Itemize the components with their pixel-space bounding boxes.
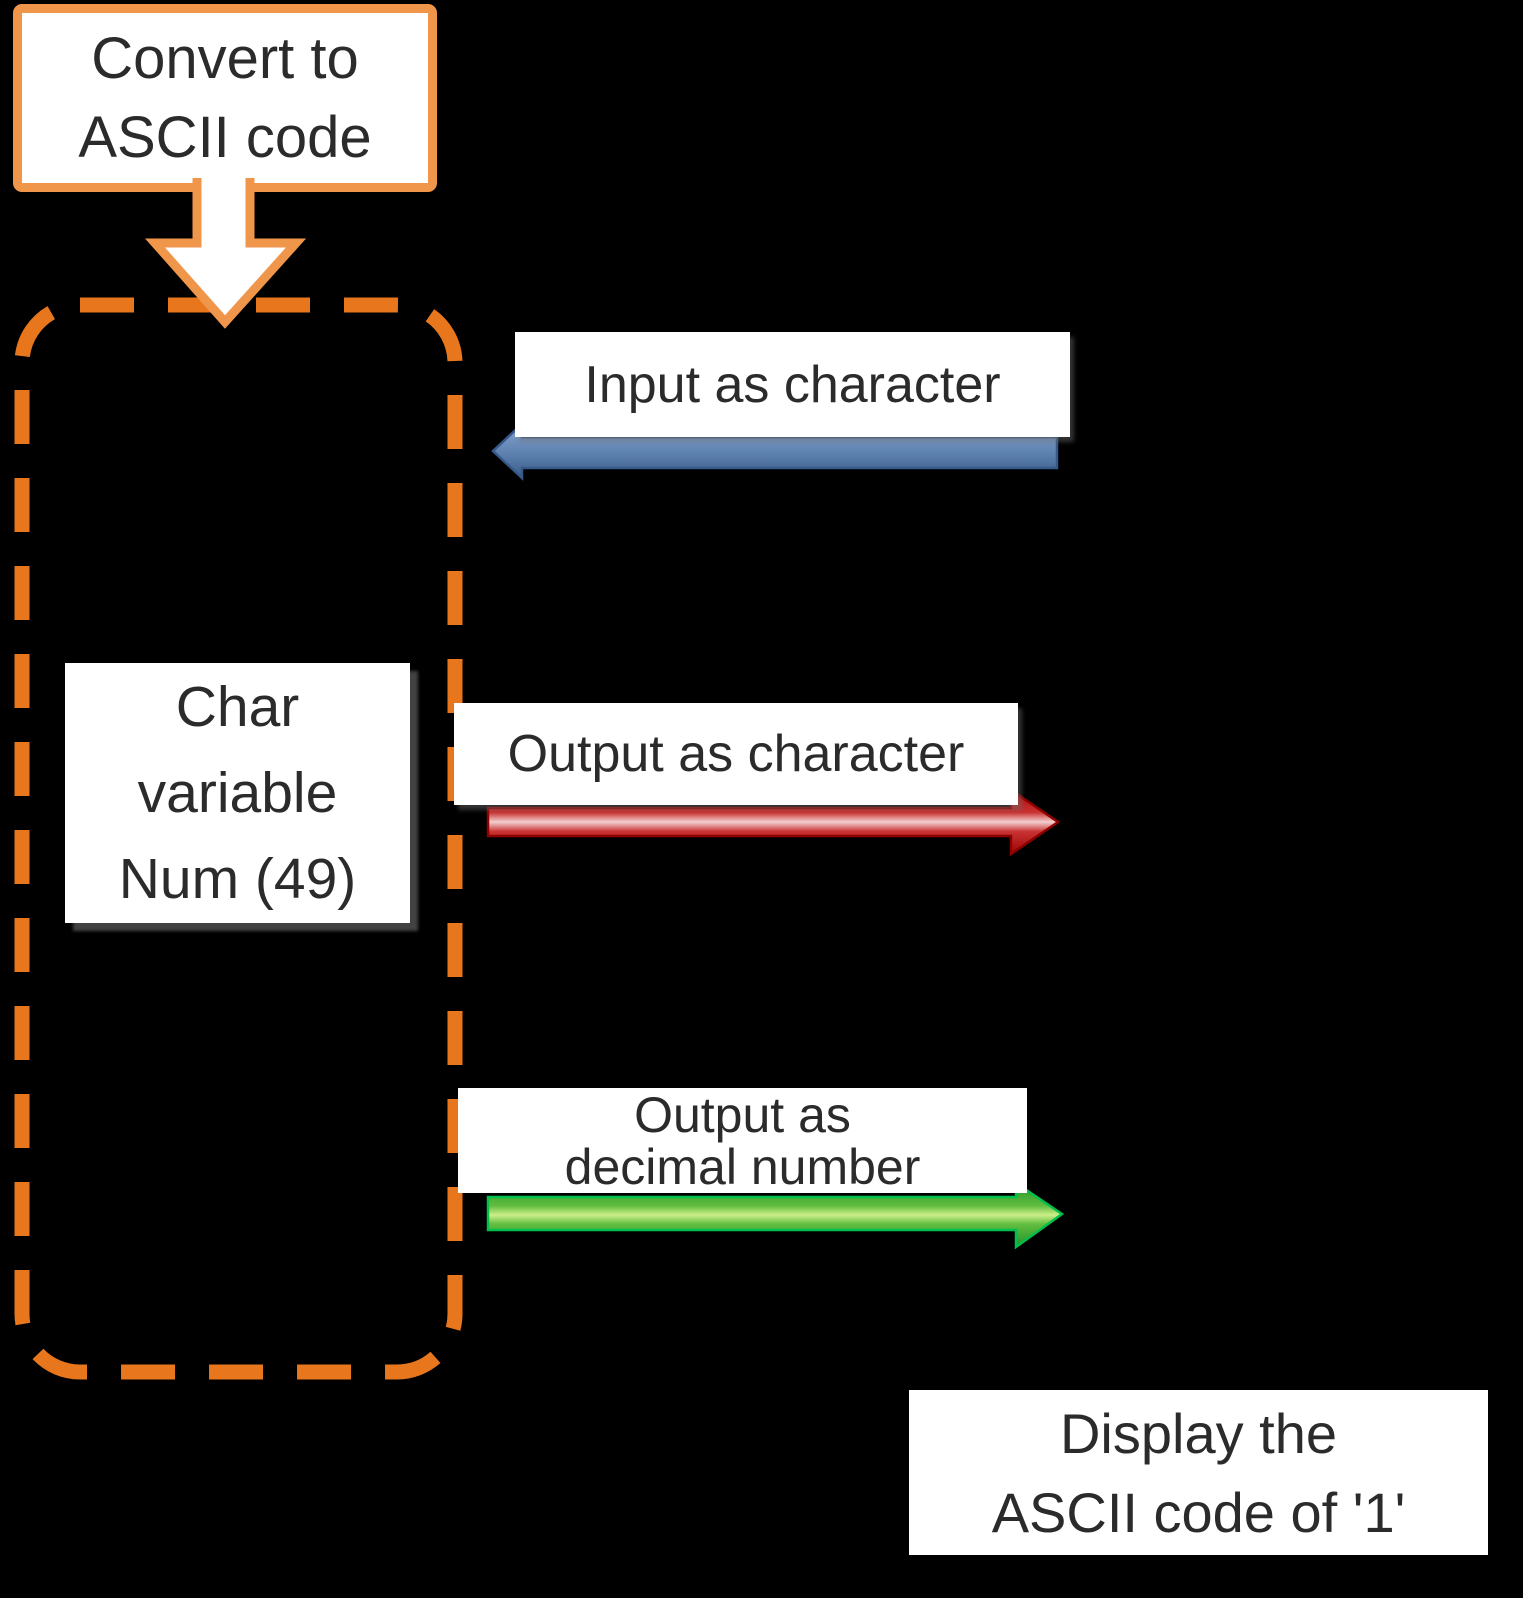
display-result-text: Display the ASCII code of '1' xyxy=(991,1401,1406,1544)
output-decimal-arrow-right-icon xyxy=(486,1180,1065,1250)
input-as-character-text: Input as character xyxy=(584,355,1001,414)
char-variable-box: Char variable Num (49) xyxy=(65,663,410,923)
input-as-character-label: Input as character xyxy=(515,332,1070,437)
display-result-box: Display the ASCII code of '1' xyxy=(909,1390,1488,1555)
char-variable-text: Char variable Num (49) xyxy=(118,675,357,911)
callout-pointer-down-icon xyxy=(145,178,307,329)
convert-callout-text: Convert to ASCII code xyxy=(78,26,372,170)
output-as-character-label: Output as character xyxy=(454,703,1018,805)
output-as-decimal-text: Output as decimal number xyxy=(564,1086,921,1195)
output-character-arrow-right-icon xyxy=(486,787,1061,857)
output-as-decimal-label: Output as decimal number xyxy=(458,1088,1027,1193)
output-as-character-text: Output as character xyxy=(507,725,965,783)
convert-callout-box: Convert to ASCII code xyxy=(13,4,437,192)
